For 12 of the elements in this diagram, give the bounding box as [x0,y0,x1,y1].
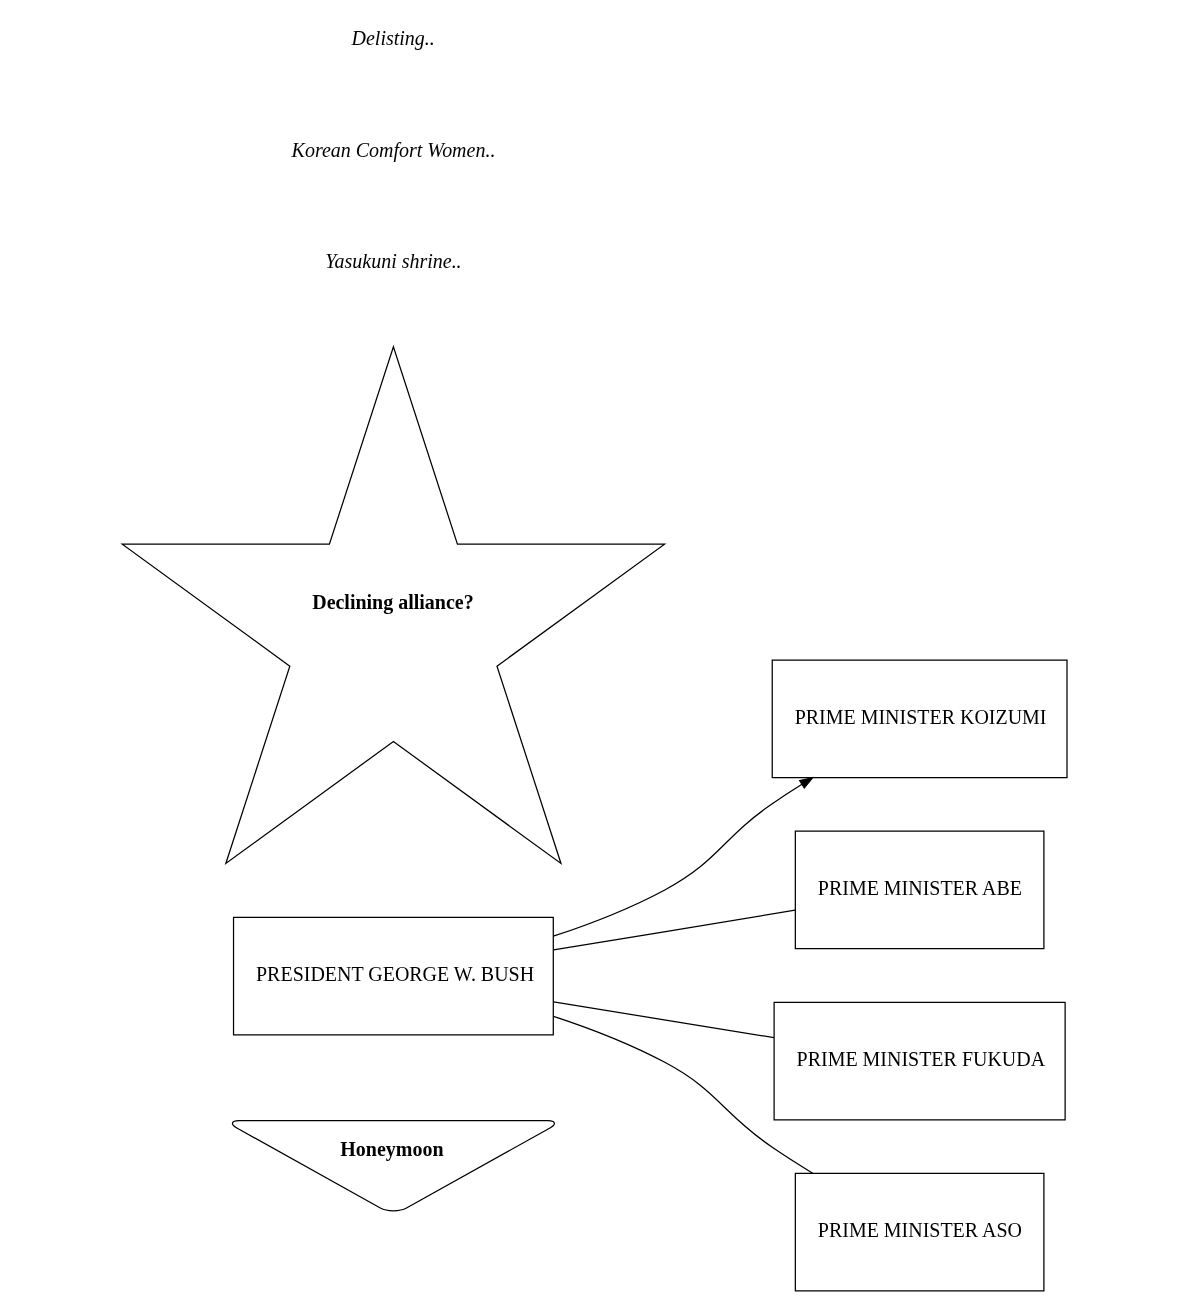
connector [552,1001,775,1039]
label: Yasukuni shrine.. [324,249,462,272]
connector [552,1015,814,1175]
arrow [552,776,814,937]
label: Delisting.. [351,27,435,50]
connector [552,909,796,951]
node-box: PRIME MINISTER FUKUDA [773,1001,1066,1121]
label: Korean Comfort Women.. [291,138,495,161]
node-box: PRIME MINISTER ASO [794,1172,1045,1292]
node-box: PRIME MINISTER KOIZUMI [771,659,1068,779]
node-box: PRESIDENT GEORGE W. BUSH [232,916,554,1036]
node-box: PRIME MINISTER ABE [794,830,1045,950]
